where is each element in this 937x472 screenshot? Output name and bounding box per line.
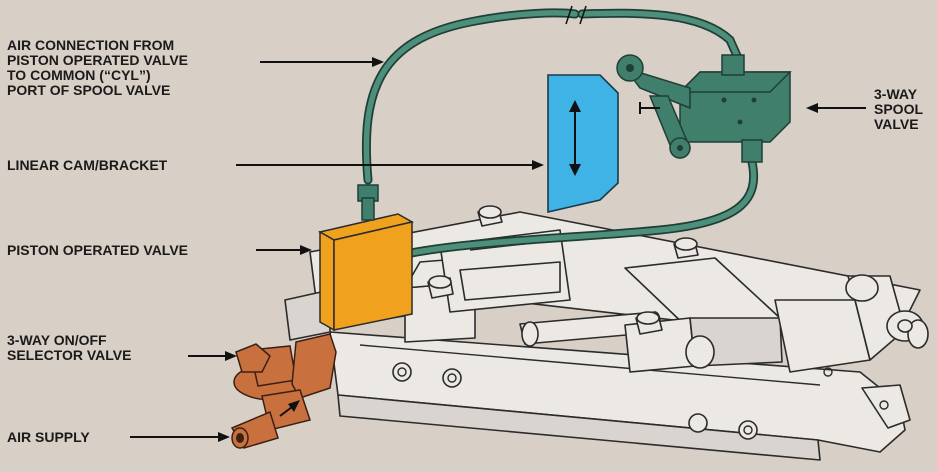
label-linear-cam: LINEAR CAM/BRACKET	[7, 157, 168, 173]
leader-arrows	[130, 57, 866, 442]
label-piston-valve: PISTON OPERATED VALVE	[7, 242, 188, 258]
selector-valve	[230, 333, 337, 449]
label-air-supply: AIR SUPPLY	[7, 429, 90, 445]
piston-operated-valve	[317, 184, 415, 332]
linear-cam	[547, 74, 619, 214]
label-spool-valve: 3-WAY SPOOL VALVE	[874, 86, 924, 132]
spool-valve	[616, 54, 792, 163]
label-selector-valve: 3-WAY ON/OFF SELECTOR VALVE	[7, 332, 132, 363]
label-air-connection: AIR CONNECTION FROM PISTON OPERATED VALV…	[7, 37, 188, 98]
